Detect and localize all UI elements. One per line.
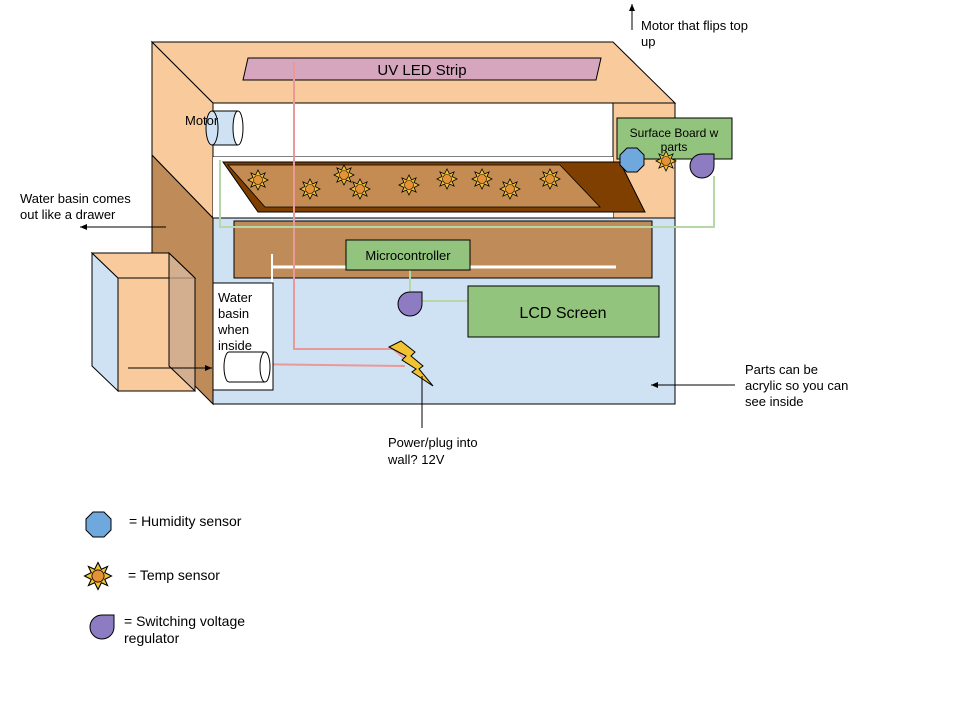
temp-sensor-icon xyxy=(349,178,371,200)
water-basin-label-1: Water xyxy=(218,290,253,305)
temp-sensor-icon xyxy=(471,168,493,190)
legend: = Humidity sensor = Temp sensor = Switch… xyxy=(83,511,245,646)
humidity-sensor-icon xyxy=(85,511,112,538)
annotations: Motor that flips top up Water basin come… xyxy=(20,4,848,467)
acrylic-label-1: Parts can be xyxy=(745,362,818,377)
uv-led-strip-label: UV LED Strip xyxy=(377,62,466,79)
water-basin-label-4: inside xyxy=(218,338,252,353)
microcontroller-label: Microcontroller xyxy=(365,248,451,263)
humidity-sensor-icon xyxy=(619,147,645,173)
legend-temp-label: = Temp sensor xyxy=(128,567,220,583)
red-wire-main xyxy=(293,62,406,360)
temp-sensor-icon xyxy=(539,168,561,190)
voltage-regulator-icon xyxy=(689,153,715,179)
legend-humidity-label: = Humidity sensor xyxy=(129,513,242,529)
drawer-glass xyxy=(168,251,196,393)
temp-sensor-icon xyxy=(499,178,521,200)
legend-regulator-label-2: regulator xyxy=(124,630,180,646)
temp-sensor-icon xyxy=(333,164,355,186)
water-basin-label-3: when xyxy=(217,322,249,337)
lcd-screen-label: LCD Screen xyxy=(519,305,606,322)
motor-flips-label-2: up xyxy=(641,34,655,49)
water-basin-label-2: basin xyxy=(218,306,249,321)
acrylic-label-3: see inside xyxy=(745,394,804,409)
temp-sensor-icon xyxy=(247,169,269,191)
voltage-regulator-icon xyxy=(397,291,423,317)
red-wire-motor xyxy=(247,363,406,367)
surface-board-label-1: Surface Board w xyxy=(630,126,719,140)
temp-sensor-icon xyxy=(398,174,420,196)
temp-sensor-icon xyxy=(436,168,458,190)
top-motor: Motor xyxy=(185,110,244,146)
acrylic-label-2: acrylic so you can xyxy=(745,378,848,393)
legend-regulator-label-1: = Switching voltage xyxy=(124,613,245,629)
lcd-screen: LCD Screen xyxy=(467,285,660,338)
temp-sensor-icon xyxy=(299,178,321,200)
temp-sensor-icon xyxy=(655,150,677,172)
power-label-1: Power/plug into xyxy=(388,435,478,450)
power-label-2: wall? 12V xyxy=(387,452,445,467)
microcontroller: Microcontroller xyxy=(345,239,471,271)
motor-flips-label-1: Motor that flips top xyxy=(641,18,748,33)
water-basin-inside: Water basin when inside xyxy=(212,282,274,391)
green-wire-top xyxy=(219,160,715,228)
inner-opening xyxy=(212,102,614,158)
uv-led-strip: UV LED Strip xyxy=(242,57,602,81)
water-drawer-label-2: out like a drawer xyxy=(20,207,116,222)
surface-board-label-2: parts xyxy=(661,140,688,154)
water-drawer-label-1: Water basin comes xyxy=(20,191,131,206)
voltage-regulator-icon xyxy=(89,614,115,640)
motor-label: Motor xyxy=(185,113,219,128)
temp-sensor-icon xyxy=(83,561,113,591)
surface-board: Surface Board w parts xyxy=(616,117,733,179)
water-drawer xyxy=(90,251,212,393)
